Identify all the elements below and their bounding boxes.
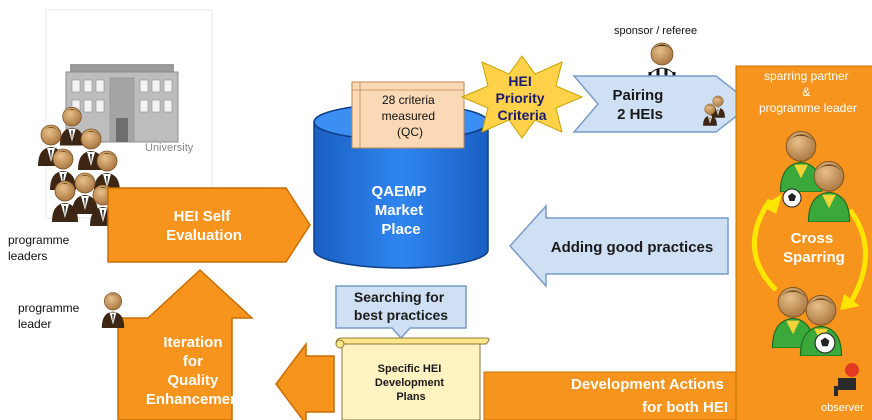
priority-criteria-star — [460, 55, 584, 139]
cycle-arrowhead — [840, 294, 860, 310]
development-plans-scroll: Specific HEI Development Plans — [335, 337, 490, 420]
cycle-arrowhead — [762, 194, 782, 214]
sparring-partner-label: sparring partner & programme leader — [759, 69, 857, 115]
university-label: University — [145, 142, 194, 154]
development-actions-bar — [483, 371, 737, 420]
adding-good-practices-label: Adding good practices — [551, 239, 714, 256]
pairing-label: Pairing 2 HEIs — [612, 87, 667, 123]
development-actions-label: Development Actions for both HEI — [571, 376, 728, 416]
iteration-label: Iteration for Quality Enhancement — [146, 334, 244, 408]
self-evaluation-arrow — [107, 187, 311, 263]
iteration-arrow — [117, 268, 254, 420]
market-place-label: QAEMP Market Place — [372, 183, 431, 238]
programme-leader-label: programme leader — [18, 301, 83, 331]
person-icon — [101, 292, 125, 328]
searching-best-practices-arrow — [335, 285, 467, 340]
priority-criteria-label: HEI Priority Criteria — [496, 73, 549, 123]
programme-leaders-label: programme leaders — [8, 233, 73, 263]
sparring-panel — [735, 65, 872, 420]
observer-label: observer — [821, 402, 864, 414]
searching-best-practices-label: Searching for best practices — [354, 289, 448, 323]
camera-icon — [834, 363, 859, 396]
football-icon — [814, 332, 836, 354]
cross-sparring-label: Cross Sparring — [783, 230, 845, 266]
football-icon — [782, 188, 802, 208]
criteria-note-text: 28 criteria measured (QC) — [382, 93, 439, 139]
to-iteration-arrow — [275, 341, 335, 420]
adding-good-practices-arrow — [508, 204, 729, 288]
sponsor-label: sponsor / referee — [614, 25, 697, 37]
criteria-note: 28 criteria measured (QC) — [351, 81, 465, 149]
development-plans-label: Specific HEI Development Plans — [375, 363, 447, 403]
pairing-arrow — [572, 75, 754, 133]
cycle-arrows-icon — [751, 198, 868, 302]
self-evaluation-label: HEI Self Evaluation — [166, 208, 242, 244]
